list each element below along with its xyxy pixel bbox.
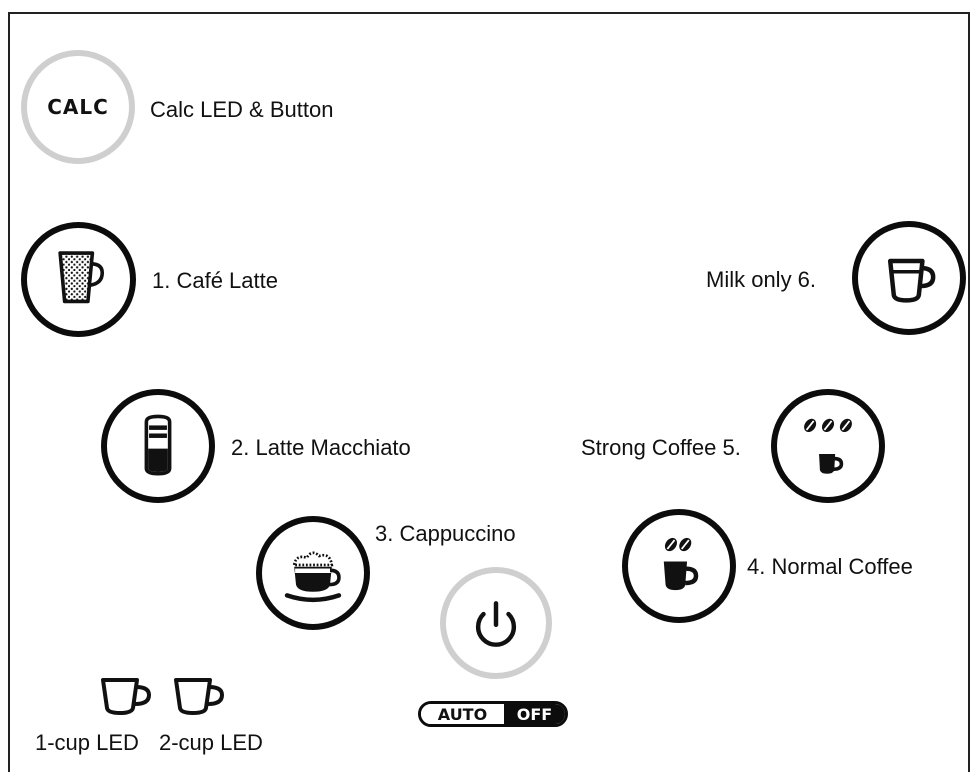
calc-button-text: CALC — [47, 95, 109, 119]
milk-cup-icon — [887, 258, 936, 303]
strong-coffee-label: Strong Coffee 5. — [581, 435, 741, 460]
two-cup-led-label: 2-cup LED — [159, 730, 263, 755]
two-beans-cup-icon — [663, 537, 699, 591]
three-beans-cup-icon — [804, 418, 852, 474]
milk-only-button[interactable] — [852, 221, 966, 335]
auto-off-switch[interactable]: AUTO OFF — [418, 701, 568, 727]
two-cup-led-icon — [174, 678, 225, 715]
milk-only-label: Milk only 6. — [706, 267, 817, 292]
latte-macchiato-button[interactable] — [101, 389, 215, 503]
latte-glass-icon — [58, 251, 105, 304]
power-button[interactable] — [440, 567, 552, 679]
power-icon — [475, 601, 517, 647]
macchiato-glass-icon — [144, 414, 172, 476]
cappuccino-button[interactable] — [256, 516, 370, 630]
strong-coffee-button[interactable] — [771, 389, 885, 503]
auto-label: AUTO — [421, 704, 504, 724]
cafe-latte-label: 1. Café Latte — [152, 268, 278, 293]
cappuccino-label: 3. Cappuccino — [375, 521, 516, 546]
normal-coffee-button[interactable] — [622, 509, 736, 623]
normal-coffee-label: 4. Normal Coffee — [747, 554, 913, 579]
cafe-latte-button[interactable] — [21, 222, 136, 337]
calc-label: Calc LED & Button — [150, 97, 334, 122]
one-cup-led-label: 1-cup LED — [35, 730, 139, 755]
panel-frame — [8, 12, 970, 772]
latte-macchiato-label: 2. Latte Macchiato — [231, 435, 411, 460]
cappuccino-cup-icon — [284, 551, 342, 603]
one-cup-led-icon — [101, 678, 152, 715]
calc-button[interactable]: CALC — [21, 50, 135, 164]
off-label: OFF — [504, 704, 565, 724]
